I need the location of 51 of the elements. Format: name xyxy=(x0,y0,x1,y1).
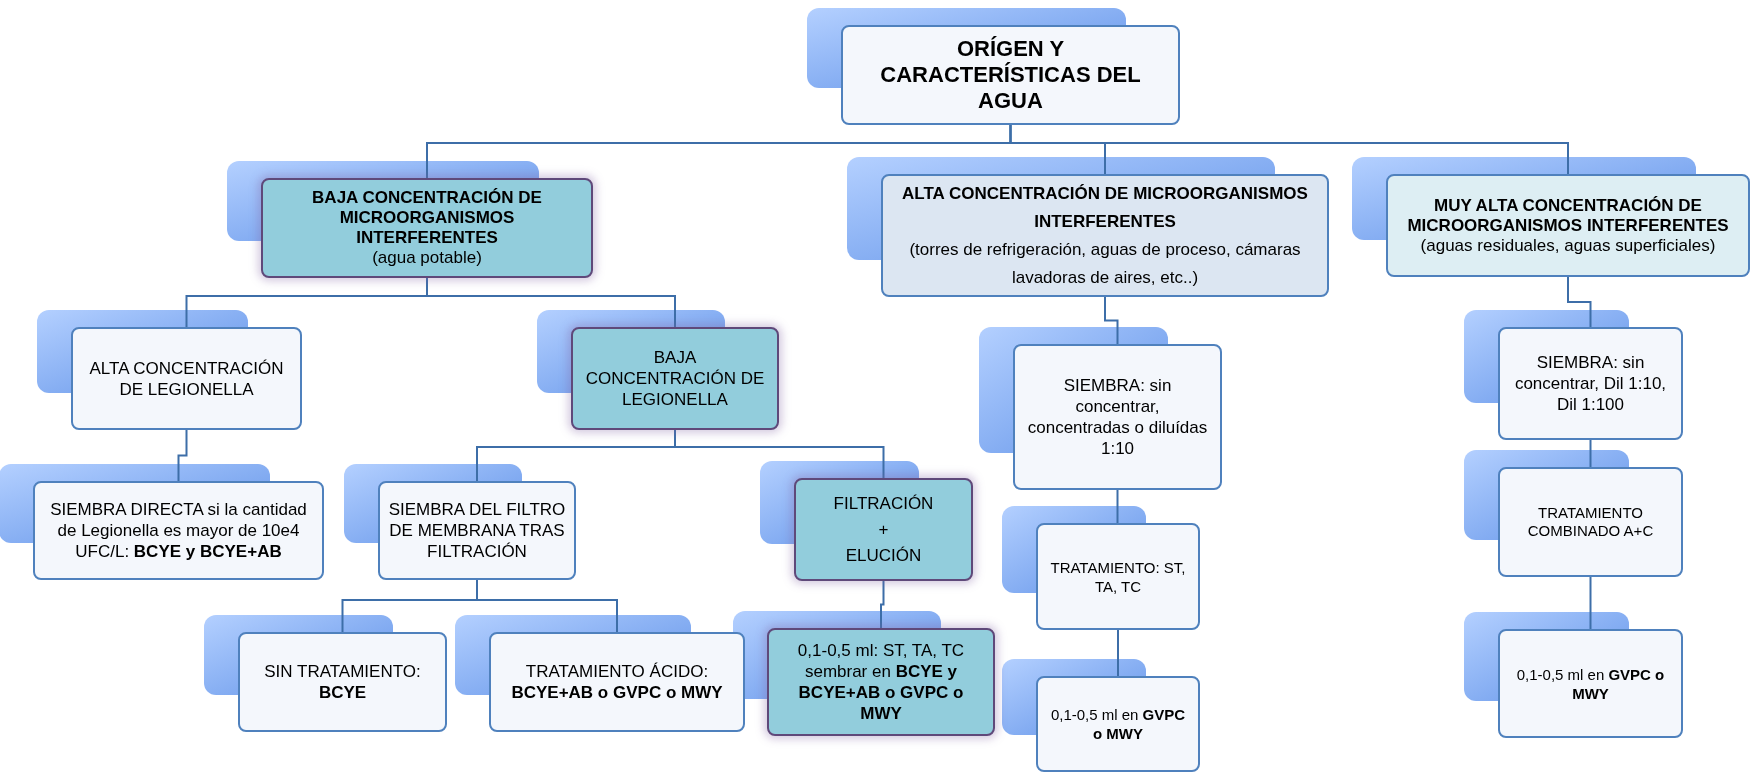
concept-box xyxy=(881,174,1329,297)
connector-line xyxy=(476,579,618,633)
connector-line xyxy=(1116,489,1119,524)
connector-line xyxy=(1567,276,1592,328)
connector-line xyxy=(880,580,885,629)
box-text: (torres de refrigeración, aguas de proceso, cámaras lavadoras de aires, etc..) xyxy=(908,238,1302,289)
connector-line xyxy=(426,277,676,328)
box-heading: MUY ALTA CONCENTRACIÓN DE MICROORGANISMOS INTERFERENTES (aguas residuales, aguas superficiales) xyxy=(1406,195,1730,256)
connector-line xyxy=(1589,439,1592,468)
box-heading: TRATAMIENTO: ST, TA, TC xyxy=(1049,557,1187,596)
concept-box xyxy=(1386,174,1750,277)
box-heading: SIEMBRA: sin concentrar, concentradas o diluídas 1:10 xyxy=(1026,375,1209,459)
concept-box xyxy=(1036,676,1200,772)
box-heading: ORÍGEN Y CARACTERÍSTICAS DEL AGUA xyxy=(879,36,1142,114)
box-heading: SIEMBRA DIRECTA si la cantidad de Legionella es mayor de 10e4 UFC/L: BCYE y BCYE+AB xyxy=(49,499,308,562)
concept-box xyxy=(1498,327,1683,440)
box-heading: ALTA CONCENTRACIÓN DE LEGIONELLA xyxy=(88,357,285,400)
box-heading: SIEMBRA: sin concentrar, Dil 1:10, Dil 1:100 xyxy=(1513,352,1668,415)
concept-box xyxy=(1036,523,1200,630)
concept-box xyxy=(261,178,593,278)
connector-line xyxy=(177,429,188,482)
concept-box xyxy=(571,327,779,430)
concept-box xyxy=(489,632,745,732)
concept-box xyxy=(1498,467,1683,577)
concept-box xyxy=(238,632,447,732)
concept-box xyxy=(71,327,302,430)
box-text: (agua potable) xyxy=(372,248,482,268)
concept-box xyxy=(767,628,995,736)
box-heading: 0,1-0,5 ml en GVPC o MWY xyxy=(1515,664,1666,703)
box-heading: FILTRACIÓN xyxy=(833,492,934,515)
connector-line xyxy=(1117,629,1119,677)
box-heading: 0,1-0,5 ml: ST, TA, TC sembrar en BCYE y BCYE+AB o GVPC o MWY xyxy=(796,640,966,724)
concept-box xyxy=(33,481,324,580)
box-heading: 0,1-0,5 ml en GVPC o MWY xyxy=(1049,705,1187,743)
box-heading: TRATAMIENTO COMBINADO A+C xyxy=(1526,504,1655,540)
box-heading: TRATAMIENTO ÁCIDO: BCYE+AB o GVPC o MWY xyxy=(510,661,724,703)
box-text: + xyxy=(878,518,889,541)
box-heading: ALTA CONCENTRACIÓN DE MICROORGANISMOS INTERFERENTES xyxy=(901,182,1309,233)
box-heading: BAJA CONCENTRACIÓN DE LEGIONELLA xyxy=(584,347,766,410)
concept-box xyxy=(1013,344,1222,490)
concept-box xyxy=(378,481,576,580)
connector-line xyxy=(1104,296,1119,345)
box-heading: SIEMBRA DEL FILTRO DE MEMBRANA TRAS FILTRACIÓN xyxy=(388,499,566,562)
box-heading: SIN TRATAMIENTO: BCYE xyxy=(263,661,422,703)
connector-line xyxy=(1009,124,1569,175)
box-heading: BAJA CONCENTRACIÓN DE MICROORGANISMOS INTERFERENTES xyxy=(311,188,543,248)
concept-box xyxy=(841,25,1180,125)
concept-box xyxy=(794,478,973,581)
concept-box xyxy=(1498,629,1683,738)
connector-line xyxy=(1589,576,1592,630)
box-text: ELUCIÓN xyxy=(845,544,922,567)
